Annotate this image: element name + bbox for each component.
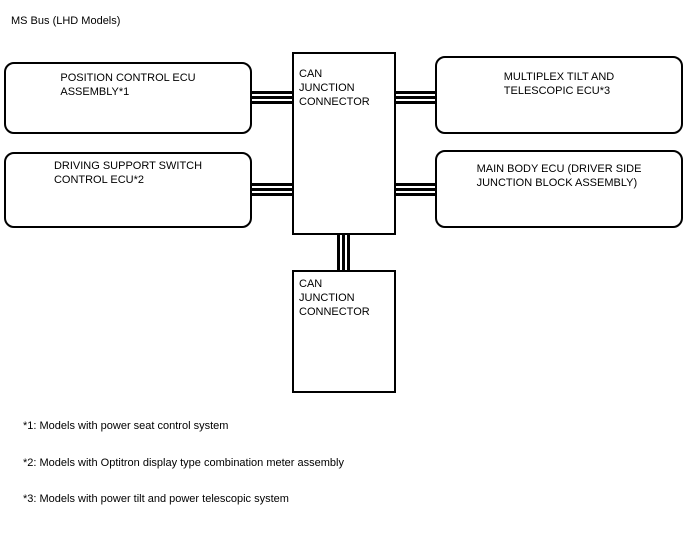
footnote-2: *2: Models with Optitron display type co… — [23, 457, 344, 469]
bus-line-can-to-can — [337, 233, 350, 272]
node-can-junction-connector-bottom: CAN JUNCTION CONNECTOR — [292, 270, 396, 393]
node-multiplex-tilt-telescopic-ecu: MULTIPLEX TILT AND TELESCOPIC ECU*3 — [435, 56, 683, 134]
node-can-junction-connector-top: CAN JUNCTION CONNECTOR — [292, 52, 396, 235]
bus-line-driving-to-can — [250, 183, 294, 196]
node-driving-support-switch-ecu: DRIVING SUPPORT SWITCH CONTROL ECU*2 — [4, 152, 252, 228]
node-label: CAN JUNCTION CONNECTOR — [299, 68, 370, 108]
node-label: POSITION CONTROL ECU ASSEMBLY*1 — [60, 72, 196, 98]
footnote-3: *3: Models with power tilt and power tel… — [23, 493, 289, 505]
node-label: MULTIPLEX TILT AND TELESCOPIC ECU*3 — [503, 71, 615, 97]
node-label: DRIVING SUPPORT SWITCH CONTROL ECU*2 — [53, 160, 203, 186]
bus-line-position-to-can — [250, 91, 294, 104]
footnote-1: *1: Models with power seat control syste… — [23, 420, 229, 432]
diagram-title: MS Bus (LHD Models) — [11, 15, 121, 27]
node-label: CAN JUNCTION CONNECTOR — [299, 278, 370, 318]
node-position-control-ecu: POSITION CONTROL ECU ASSEMBLY*1 — [4, 62, 252, 134]
node-main-body-ecu: MAIN BODY ECU (DRIVER SIDE JUNCTION BLOC… — [435, 150, 683, 228]
bus-line-can-to-mainbody — [394, 183, 437, 196]
node-label: MAIN BODY ECU (DRIVER SIDE JUNCTION BLOC… — [476, 163, 642, 189]
bus-line-can-to-multiplex — [394, 91, 437, 104]
